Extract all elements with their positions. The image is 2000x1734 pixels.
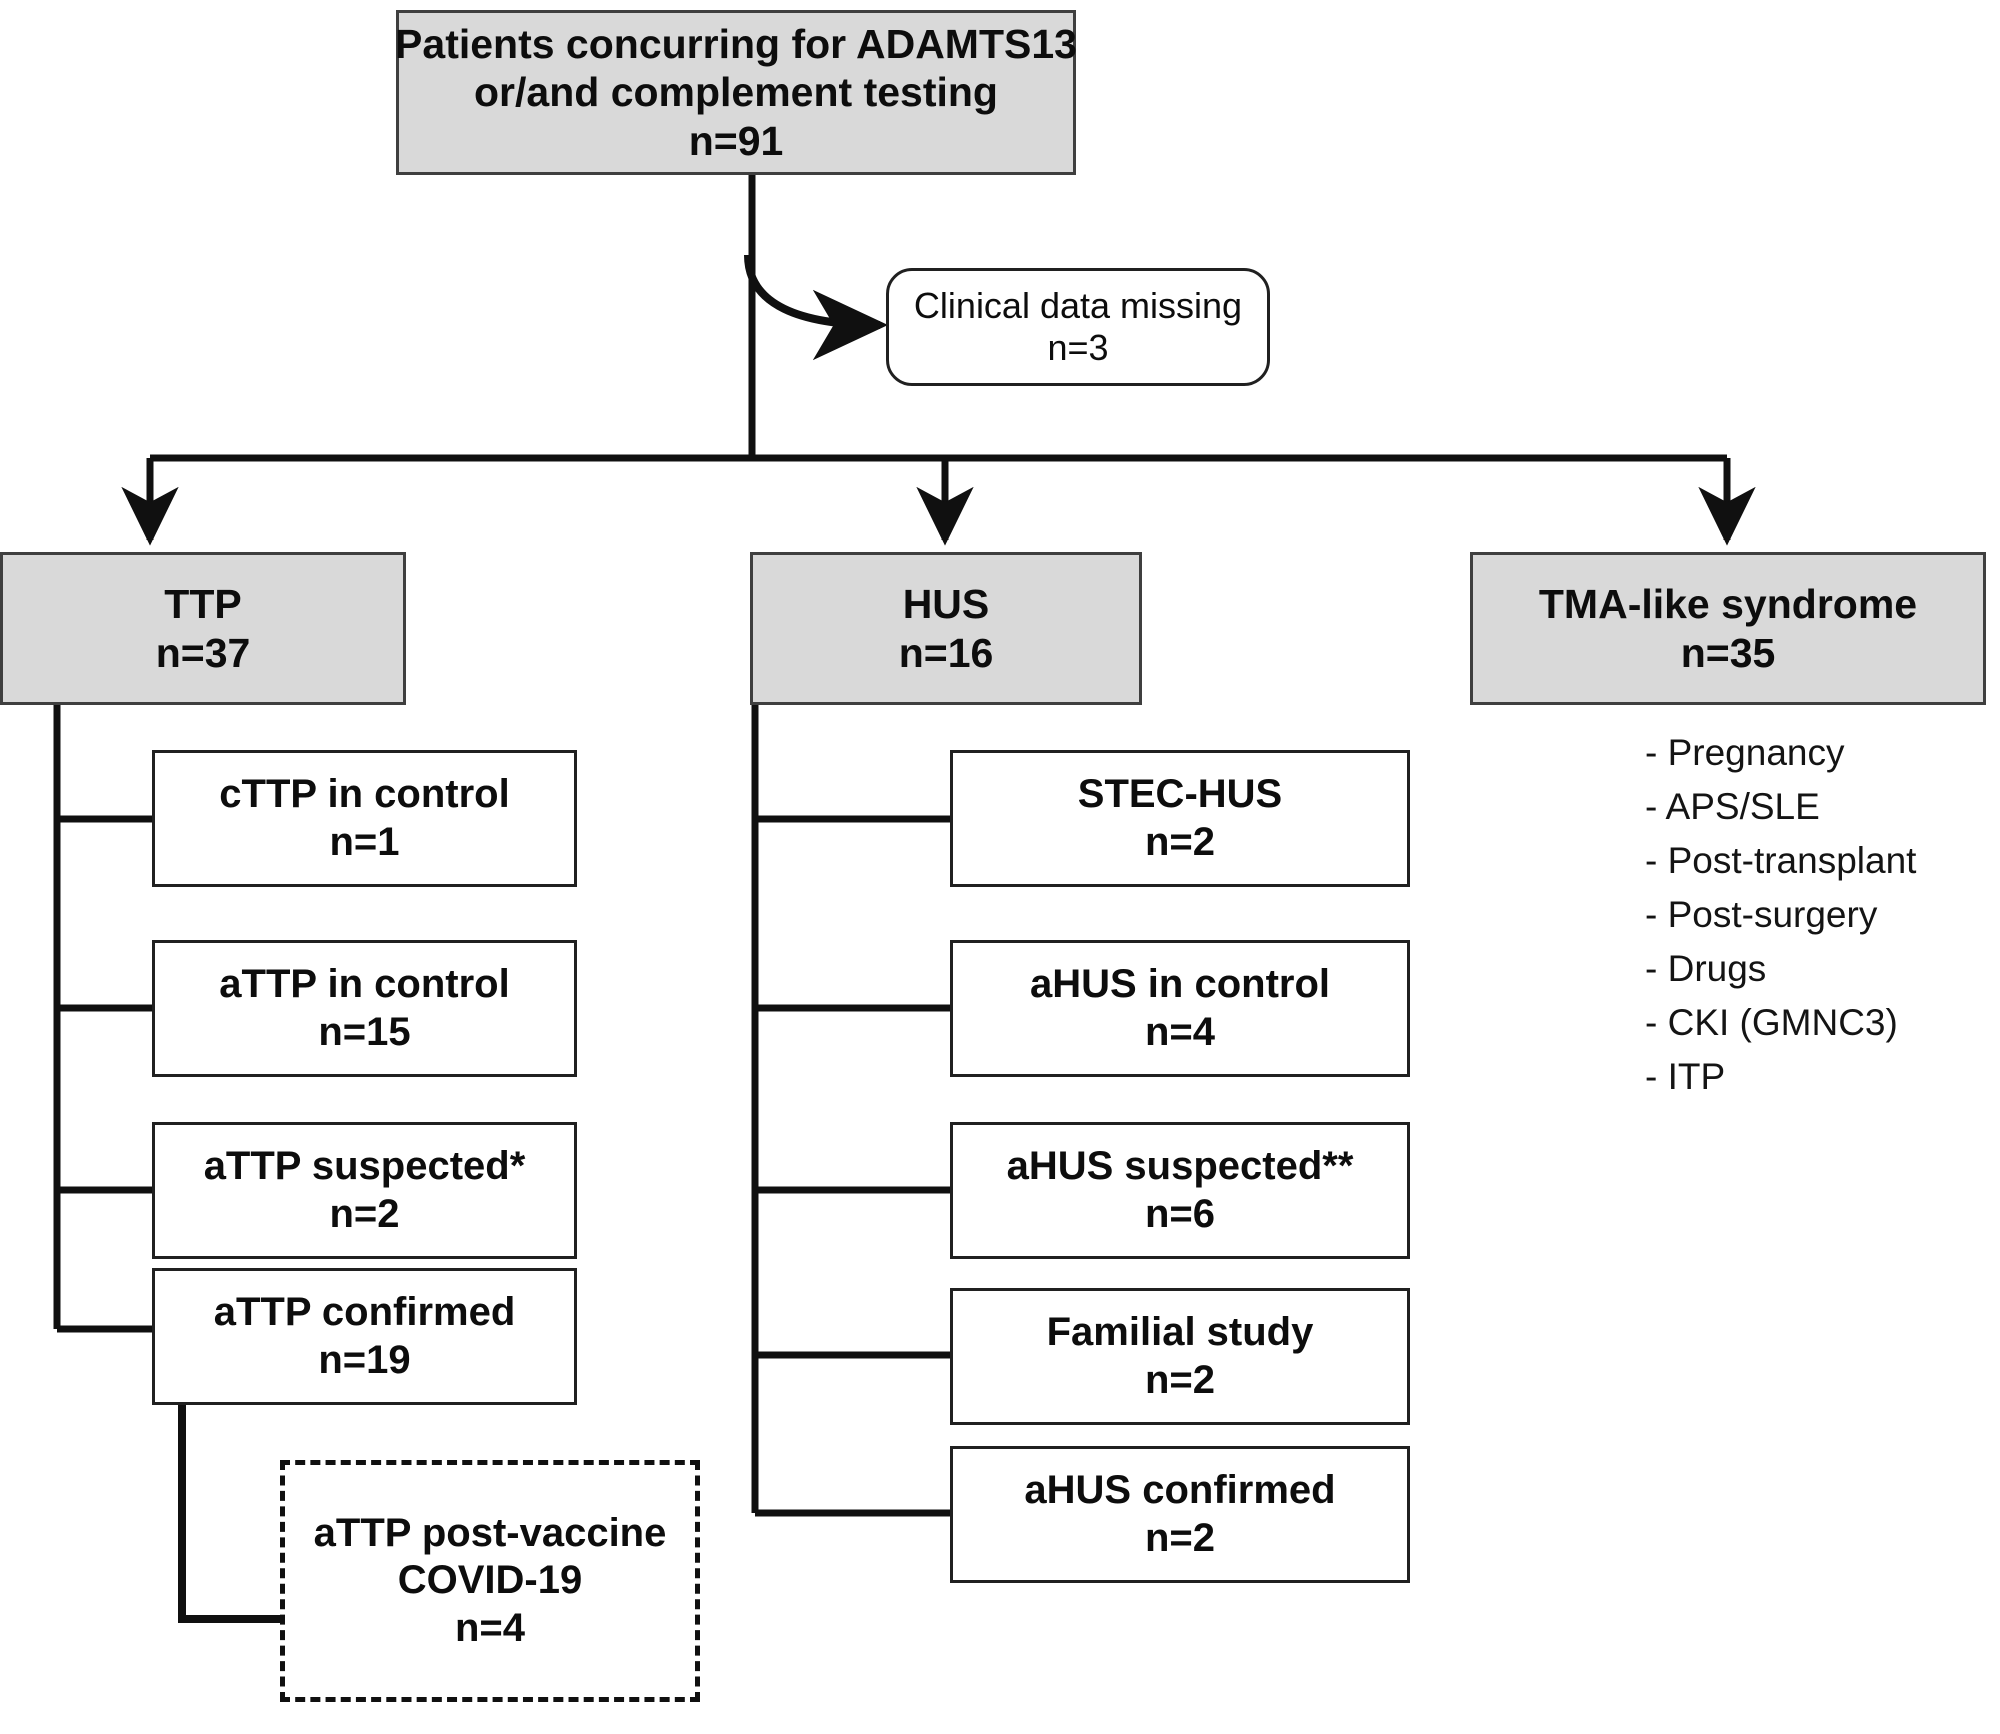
list-item: - Drugs	[1645, 948, 1767, 990]
list-item: - Post-surgery	[1645, 894, 1878, 936]
node-attp-post-vaccine-covid19[interactable]: aTTP post-vaccine COVID-19 n=4	[280, 1460, 700, 1702]
node-line2: COVID-19	[397, 1558, 583, 1603]
node-count: n=6	[1144, 1191, 1216, 1236]
node-count: n=15	[318, 1009, 411, 1054]
node-count: n=19	[318, 1337, 411, 1382]
list-item: - CKI (GMNC3)	[1645, 1002, 1898, 1044]
list-item: - APS/SLE	[1645, 786, 1820, 828]
node-count: n=2	[1144, 1515, 1216, 1560]
node-count: n=1	[329, 819, 400, 864]
node-root-count: n=91	[688, 117, 784, 164]
list-item: - Post-transplant	[1645, 840, 1917, 882]
node-root-line1: Patients concurring for ADAMTS13	[395, 20, 1077, 67]
node-hus-count: n=16	[898, 629, 994, 676]
node-clinical-data-missing[interactable]: Clinical data missing n=3	[886, 268, 1270, 386]
node-label: Familial study	[1046, 1310, 1314, 1355]
node-count: n=4	[1144, 1009, 1216, 1054]
node-line1: aTTP post-vaccine	[313, 1511, 667, 1556]
node-count: n=2	[1144, 1357, 1216, 1402]
connector-excluded-curve	[744, 254, 889, 361]
node-hus[interactable]: HUS n=16	[750, 552, 1142, 705]
node-label: STEC-HUS	[1077, 772, 1283, 817]
connector-attp-to-postvaccine	[178, 1405, 282, 1623]
node-label: aTTP in control	[219, 962, 510, 1007]
node-ttp-label: TTP	[164, 581, 242, 628]
node-label: aHUS confirmed	[1024, 1468, 1336, 1513]
node-label: cTTP in control	[219, 772, 510, 817]
node-hus-label: HUS	[902, 581, 990, 628]
node-ahus-confirmed[interactable]: aHUS confirmed n=2	[950, 1446, 1410, 1583]
node-ahus-suspected[interactable]: aHUS suspected** n=6	[950, 1122, 1410, 1259]
node-attp-in-control[interactable]: aTTP in control n=15	[152, 940, 577, 1077]
node-root[interactable]: Patients concurring for ADAMTS13 or/and …	[395, 10, 1077, 175]
list-item: - ITP	[1645, 1056, 1726, 1098]
list-item: - Pregnancy	[1645, 732, 1845, 773]
node-label: aHUS in control	[1029, 962, 1331, 1007]
node-attp-suspected[interactable]: aTTP suspected* n=2	[152, 1122, 577, 1259]
node-tma-count: n=35	[1680, 629, 1776, 676]
node-familial-study[interactable]: Familial study n=2	[950, 1288, 1410, 1425]
node-count: n=4	[454, 1605, 526, 1650]
tma-cause-list: - Pregnancy - APS/SLE - Post-transplant …	[1645, 726, 1995, 1104]
node-ttp[interactable]: TTP n=37	[0, 552, 406, 705]
node-ahus-in-control[interactable]: aHUS in control n=4	[950, 940, 1410, 1077]
node-attp-confirmed[interactable]: aTTP confirmed n=19	[152, 1268, 577, 1405]
node-tma-like[interactable]: TMA-like syndrome n=35	[1470, 552, 1986, 705]
node-count: n=2	[329, 1191, 400, 1236]
node-excluded-label: Clinical data missing	[913, 284, 1243, 326]
node-label: aTTP confirmed	[213, 1290, 516, 1335]
node-cttp-in-control[interactable]: cTTP in control n=1	[152, 750, 577, 887]
node-count: n=2	[1144, 819, 1216, 864]
node-stec-hus[interactable]: STEC-HUS n=2	[950, 750, 1410, 887]
node-label: aTTP suspected*	[203, 1144, 526, 1189]
node-tma-label: TMA-like syndrome	[1538, 581, 1918, 628]
node-excluded-count: n=3	[1047, 327, 1109, 368]
node-ttp-count: n=37	[155, 629, 251, 676]
node-label: aHUS suspected**	[1006, 1144, 1354, 1189]
node-root-line2: or/and complement testing	[474, 69, 998, 116]
